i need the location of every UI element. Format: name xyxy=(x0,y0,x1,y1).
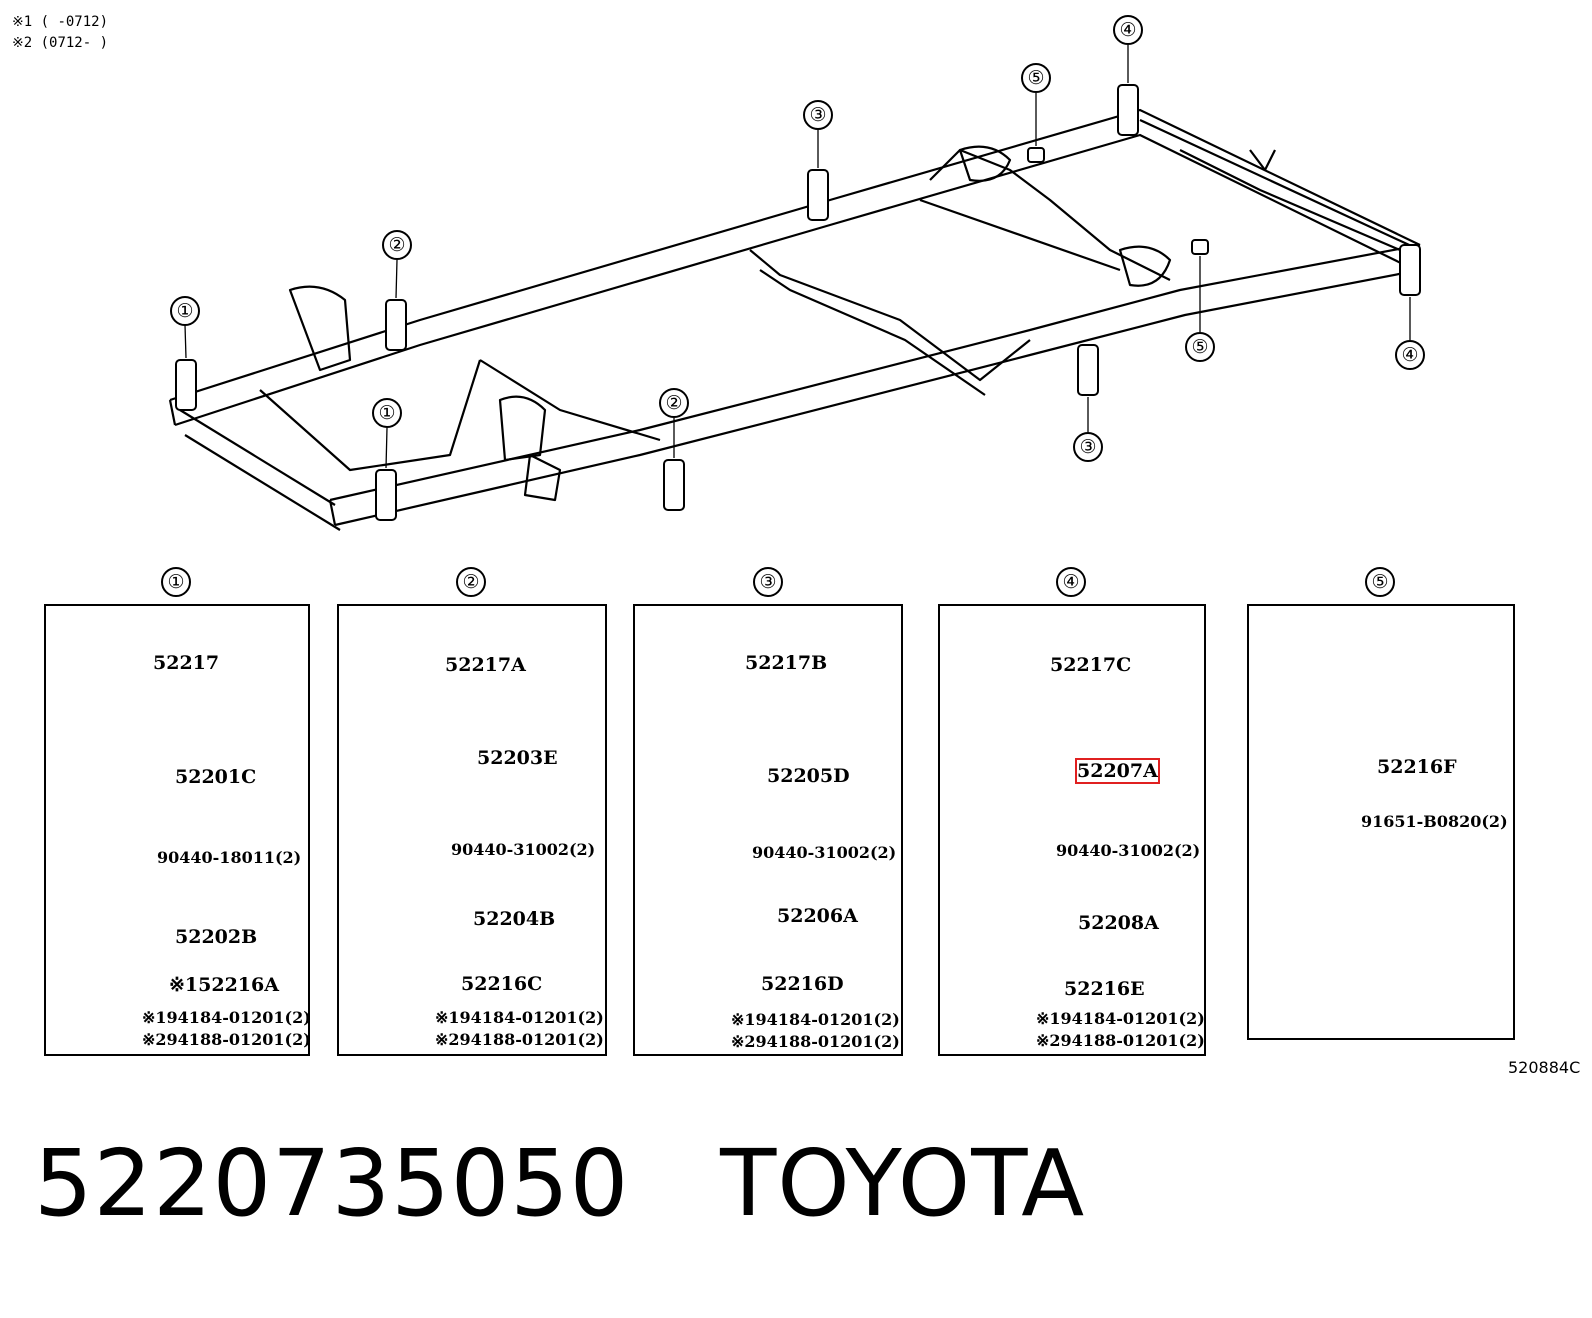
frame-marker-1-front-left: ① xyxy=(170,296,200,326)
part-label[interactable]: 52217C xyxy=(1050,654,1132,676)
panel-3-number: ③ xyxy=(753,567,783,597)
part-label[interactable]: ※194184-01201(2) xyxy=(731,1010,900,1029)
part-label[interactable]: 52202B xyxy=(175,926,258,948)
part-label[interactable]: 90440-31002(2) xyxy=(451,840,596,859)
frame-marker-3-left: ③ xyxy=(803,100,833,130)
part-number-title: 5220735050 TOYOTA xyxy=(34,1130,1086,1237)
part-label-highlighted[interactable]: 52207A xyxy=(1075,758,1160,784)
frame-marker-2-left: ② xyxy=(382,230,412,260)
panel-2-number: ② xyxy=(456,567,486,597)
part-label[interactable]: 52204B xyxy=(473,908,556,930)
panel-5: 52216F 91651-B0820(2) xyxy=(1247,604,1515,1040)
part-label[interactable]: 52203E xyxy=(477,747,558,769)
frame-marker-3-right: ③ xyxy=(1073,432,1103,462)
part-label[interactable]: ※294188-01201(2) xyxy=(142,1030,311,1049)
part-label[interactable]: 52205D xyxy=(767,765,850,787)
part-label[interactable]: 52217 xyxy=(153,652,220,674)
frame-marker-5-left: ⑤ xyxy=(1021,63,1051,93)
part-label[interactable]: 90440-31002(2) xyxy=(752,843,897,862)
frame-marker-2-right: ② xyxy=(659,388,689,418)
panel-4-number: ④ xyxy=(1056,567,1086,597)
part-label[interactable]: 52216F xyxy=(1377,756,1457,778)
note-2: ※2 (0712- ) xyxy=(12,35,109,51)
panel-1: 52217 52201C 90440-18011(2) 52202B ※1522… xyxy=(44,604,311,1056)
part-label[interactable]: 52216C xyxy=(461,973,543,995)
part-label[interactable]: ※152216A xyxy=(169,974,279,996)
part-label[interactable]: 90440-31002(2) xyxy=(1056,841,1201,860)
part-label[interactable]: ※294188-01201(2) xyxy=(731,1032,900,1051)
part-label[interactable]: 52217A xyxy=(445,654,526,676)
panel-2: 52217A 52203E 90440-31002(2) 52204B 5221… xyxy=(337,604,607,1056)
part-label[interactable]: ※194184-01201(2) xyxy=(142,1008,311,1027)
part-label[interactable]: 52217B xyxy=(745,652,828,674)
frame-marker-4-right: ④ xyxy=(1395,340,1425,370)
frame-rail-left-outer xyxy=(169,108,1421,402)
part-label[interactable]: 52206A xyxy=(777,905,858,927)
panel-3: 52217B 52205D 90440-31002(2) 52206A 5221… xyxy=(633,604,903,1056)
frame-marker-1-front-right: ① xyxy=(372,398,402,428)
panel-1-number: ① xyxy=(161,567,191,597)
frame-marker-5-right: ⑤ xyxy=(1185,332,1215,362)
part-label[interactable]: 52216D xyxy=(761,973,844,995)
part-label[interactable]: 52201C xyxy=(175,766,257,788)
part-label[interactable]: 52208A xyxy=(1078,912,1159,934)
illustration-code: 520884C xyxy=(1508,1058,1581,1077)
panel-5-number: ⑤ xyxy=(1365,567,1395,597)
part-label[interactable]: 90440-18011(2) xyxy=(157,848,302,867)
part-label[interactable]: 52216E xyxy=(1064,978,1145,1000)
part-label[interactable]: ※294188-01201(2) xyxy=(435,1030,604,1049)
part-label[interactable]: ※194184-01201(2) xyxy=(435,1008,604,1027)
note-1: ※1 ( -0712) xyxy=(12,14,109,30)
panel-4: 52217C 52207A 90440-31002(2) 52208A 5221… xyxy=(938,604,1206,1056)
part-label[interactable]: ※194184-01201(2) xyxy=(1036,1009,1205,1028)
part-label[interactable]: 91651-B0820(2) xyxy=(1361,812,1508,831)
frame-marker-4-left: ④ xyxy=(1113,15,1143,45)
part-label[interactable]: ※294188-01201(2) xyxy=(1036,1031,1205,1050)
